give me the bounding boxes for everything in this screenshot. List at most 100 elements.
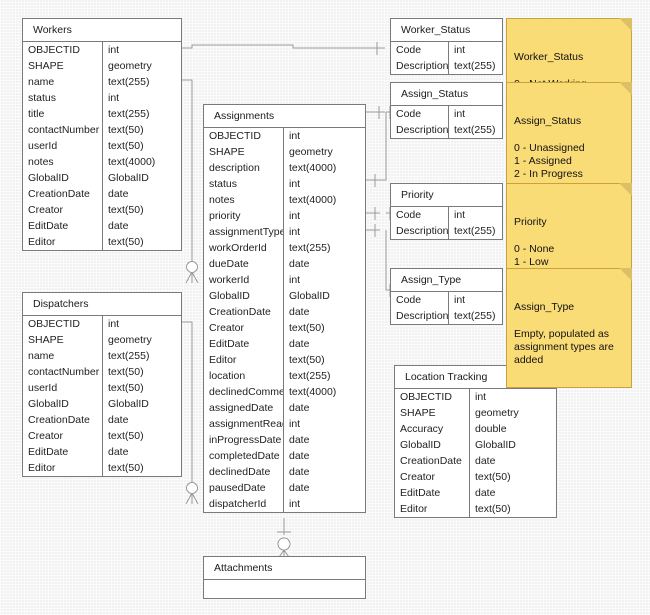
field-type: geometry [289,146,333,158]
field-name: SHAPE [395,405,470,421]
field-type: date [289,482,310,494]
field-name: Code [391,292,449,308]
note-assign-type-title: Assign_Type [514,300,575,313]
field-type: date [108,220,129,232]
field-name: GlobalID [395,437,470,453]
field-row: OBJECTID int [23,316,181,332]
field-type: GlobalID [475,439,516,451]
connector-workers-worker-status [179,42,385,55]
field-type: GlobalID [108,398,149,410]
note-fold-icon [619,82,632,95]
connector-assignments-attachments [276,518,292,561]
field-name: assignmentType [204,224,284,240]
field-type: text(50) [289,354,325,366]
field-row: declinedCommenttext(4000) [204,384,365,400]
field-type: date [108,446,129,458]
field-name: status [23,90,103,106]
field-row: Creator text(50) [23,428,181,444]
note-assign-status-title: Assign_Status [514,114,582,127]
entity-assign-type-title: Assign_Type [391,269,502,292]
field-name: inProgressDate [204,432,284,448]
field-name: OBJECTID [23,316,103,332]
field-name: contactNumber [23,122,103,138]
field-type: text(50) [108,430,144,442]
field-type: int [108,318,120,330]
field-type: GlobalID [108,172,149,184]
field-name: Description [391,58,449,74]
field-type: int [289,418,301,430]
field-name: Creator [23,428,103,444]
note-line: 0 - Unassigned [514,141,585,154]
field-name: Creator [23,202,103,218]
entity-dispatchers-title: Dispatchers [23,293,181,316]
field-name: location [204,368,284,384]
field-type: date [289,338,310,350]
entity-priority-title: Priority [391,184,502,207]
field-row: pausedDate date [204,480,365,496]
field-type: text(4000) [289,162,337,174]
entity-attachments-title: Attachments [204,557,365,580]
field-type: int [289,498,301,510]
field-name: OBJECTID [204,128,284,144]
field-type: text(255) [289,242,331,254]
field-name: status [204,176,284,192]
field-type: int [289,210,301,222]
field-name: Description [391,122,449,138]
entity-assignments-title: Assignments [204,105,365,128]
field-type: int [289,130,301,142]
field-type: double [475,423,507,435]
field-name: workOrderId [204,240,284,256]
field-name: Code [391,106,449,122]
field-name: pausedDate [204,480,284,496]
field-type: text(4000) [289,194,337,206]
field-name: contactNumber [23,364,103,380]
field-name: description [204,160,284,176]
entity-attachments[interactable]: Attachments [203,556,366,599]
field-type: text(255) [454,310,496,322]
field-name: dueDate [204,256,284,272]
field-name: Accuracy [395,421,470,437]
field-name: priority [204,208,284,224]
field-row: Creator text(50) [23,202,181,218]
field-type: text(50) [108,204,144,216]
field-row: GlobalID GlobalID [395,437,556,453]
field-type: date [475,487,496,499]
field-name: OBJECTID [395,389,470,405]
field-type: text(50) [475,503,511,515]
